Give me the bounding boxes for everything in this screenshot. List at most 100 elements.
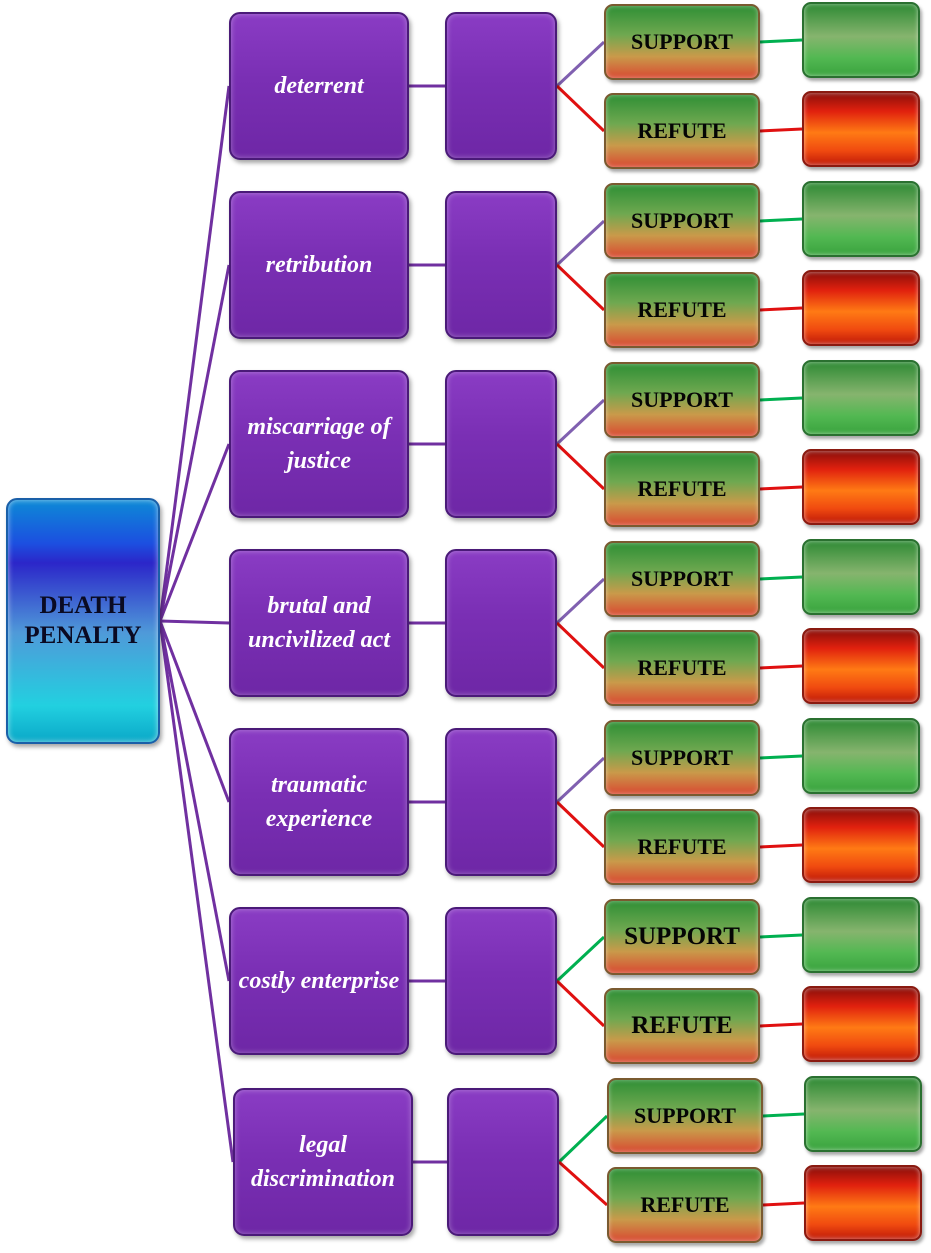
support-node-deterrent: SUPPORT xyxy=(604,4,760,80)
topic-node-costly-enterprise: costly enterprise xyxy=(229,907,409,1055)
trunk-connector xyxy=(158,620,231,982)
support-connector xyxy=(555,398,606,446)
detail-node-miscarriage-of-justice xyxy=(445,370,557,518)
refute-node-deterrent: REFUTE xyxy=(604,93,760,169)
support-node-miscarriage-of-justice: SUPPORT xyxy=(604,362,760,438)
support-result-connector xyxy=(759,38,803,44)
support-node-legal-discrimination: SUPPORT xyxy=(607,1078,763,1154)
topic-node-deterrent: deterrent xyxy=(229,12,409,160)
refute-label: REFUTE xyxy=(637,655,727,680)
support-result-connector xyxy=(759,754,803,760)
topic-label: retribution xyxy=(265,252,373,278)
refute-connector xyxy=(555,263,606,312)
support-node-costly-enterprise: SUPPORT xyxy=(604,899,760,975)
trunk-connector xyxy=(159,619,230,625)
topic-label: miscarriage of justice xyxy=(247,414,391,474)
refute-node-costly-enterprise: REFUTE xyxy=(604,988,760,1064)
support-label: SUPPORT xyxy=(631,208,733,233)
topic-node-brutal-and-uncivilized-act: brutal and uncivilized act xyxy=(229,549,409,697)
refute-label: REFUTE xyxy=(637,476,727,501)
support-result-traumatic-experience xyxy=(802,718,920,794)
detail-node-legal-discrimination xyxy=(447,1088,559,1236)
support-node-traumatic-experience: SUPPORT xyxy=(604,720,760,796)
refute-result-brutal-and-uncivilized-act xyxy=(802,628,920,704)
refute-result-deterrent xyxy=(802,91,920,167)
topic-node-retribution: retribution xyxy=(229,191,409,339)
support-connector xyxy=(555,756,606,804)
detail-node-deterrent xyxy=(445,12,557,160)
support-result-costly-enterprise xyxy=(802,897,920,973)
topic-label: legal discrimination xyxy=(250,1132,396,1192)
topic-label: costly enterprise xyxy=(238,968,400,994)
support-result-connector xyxy=(759,933,803,939)
trunk-connector xyxy=(158,443,231,622)
support-connector xyxy=(555,577,606,625)
refute-connector xyxy=(557,1160,609,1207)
support-label: SUPPORT xyxy=(631,29,733,54)
refute-connector xyxy=(555,979,606,1028)
refute-result-connector xyxy=(759,306,803,312)
support-label: SUPPORT xyxy=(634,1103,736,1128)
refute-result-connector xyxy=(759,1022,803,1028)
support-label: SUPPORT xyxy=(631,387,733,412)
support-connector xyxy=(557,1114,609,1164)
refute-result-retribution xyxy=(802,270,920,346)
detail-node-retribution xyxy=(445,191,557,339)
trunk-connector xyxy=(158,620,235,1163)
refute-node-traumatic-experience: REFUTE xyxy=(604,809,760,885)
topic-node-miscarriage-of-justice: miscarriage of justice xyxy=(229,370,409,518)
trunk-connector xyxy=(158,264,231,622)
refute-label: REFUTE xyxy=(637,297,727,322)
refute-result-connector xyxy=(762,1201,805,1207)
refute-result-traumatic-experience xyxy=(802,807,920,883)
support-label: SUPPORT xyxy=(631,566,733,591)
detail-node-brutal-and-uncivilized-act xyxy=(445,549,557,697)
refute-node-retribution: REFUTE xyxy=(604,272,760,348)
topic-label: traumatic experience xyxy=(265,772,373,832)
support-result-connector xyxy=(762,1112,805,1118)
trunk-connector xyxy=(158,85,231,622)
support-connector xyxy=(555,219,606,267)
topic-node-traumatic-experience: traumatic experience xyxy=(229,728,409,876)
refute-result-legal-discrimination xyxy=(804,1165,922,1241)
refute-label: REFUTE xyxy=(631,1012,733,1039)
refute-node-brutal-and-uncivilized-act: REFUTE xyxy=(604,630,760,706)
refute-connector xyxy=(555,84,606,133)
detail-node-traumatic-experience xyxy=(445,728,557,876)
trunk-connector xyxy=(158,620,231,803)
support-connector xyxy=(555,935,606,983)
support-label: SUPPORT xyxy=(624,923,740,950)
support-node-brutal-and-uncivilized-act: SUPPORT xyxy=(604,541,760,617)
support-connector xyxy=(555,40,606,88)
support-label: SUPPORT xyxy=(631,745,733,770)
detail-node-costly-enterprise xyxy=(445,907,557,1055)
topic-label: deterrent xyxy=(274,73,364,99)
support-result-connector xyxy=(759,575,803,581)
refute-connector xyxy=(555,621,606,670)
refute-result-costly-enterprise xyxy=(802,986,920,1062)
refute-result-connector xyxy=(759,485,803,491)
support-result-connector xyxy=(759,396,803,402)
refute-label: REFUTE xyxy=(637,118,727,143)
refute-node-legal-discrimination: REFUTE xyxy=(607,1167,763,1243)
root-node-death-penalty: DEATH PENALTY xyxy=(6,498,160,744)
topic-node-legal-discrimination: legal discrimination xyxy=(233,1088,413,1236)
topic-label: brutal and uncivilized act xyxy=(248,593,390,653)
support-result-brutal-and-uncivilized-act xyxy=(802,539,920,615)
root-label: DEATH PENALTY xyxy=(24,592,142,649)
refute-connector xyxy=(555,442,606,491)
support-result-legal-discrimination xyxy=(804,1076,922,1152)
refute-result-miscarriage-of-justice xyxy=(802,449,920,525)
support-result-connector xyxy=(759,217,803,223)
refute-label: REFUTE xyxy=(640,1192,730,1217)
refute-label: REFUTE xyxy=(637,834,727,859)
refute-result-connector xyxy=(759,664,803,670)
refute-result-connector xyxy=(759,127,803,133)
refute-node-miscarriage-of-justice: REFUTE xyxy=(604,451,760,527)
support-result-miscarriage-of-justice xyxy=(802,360,920,436)
support-result-retribution xyxy=(802,181,920,257)
support-node-retribution: SUPPORT xyxy=(604,183,760,259)
refute-connector xyxy=(555,800,606,849)
